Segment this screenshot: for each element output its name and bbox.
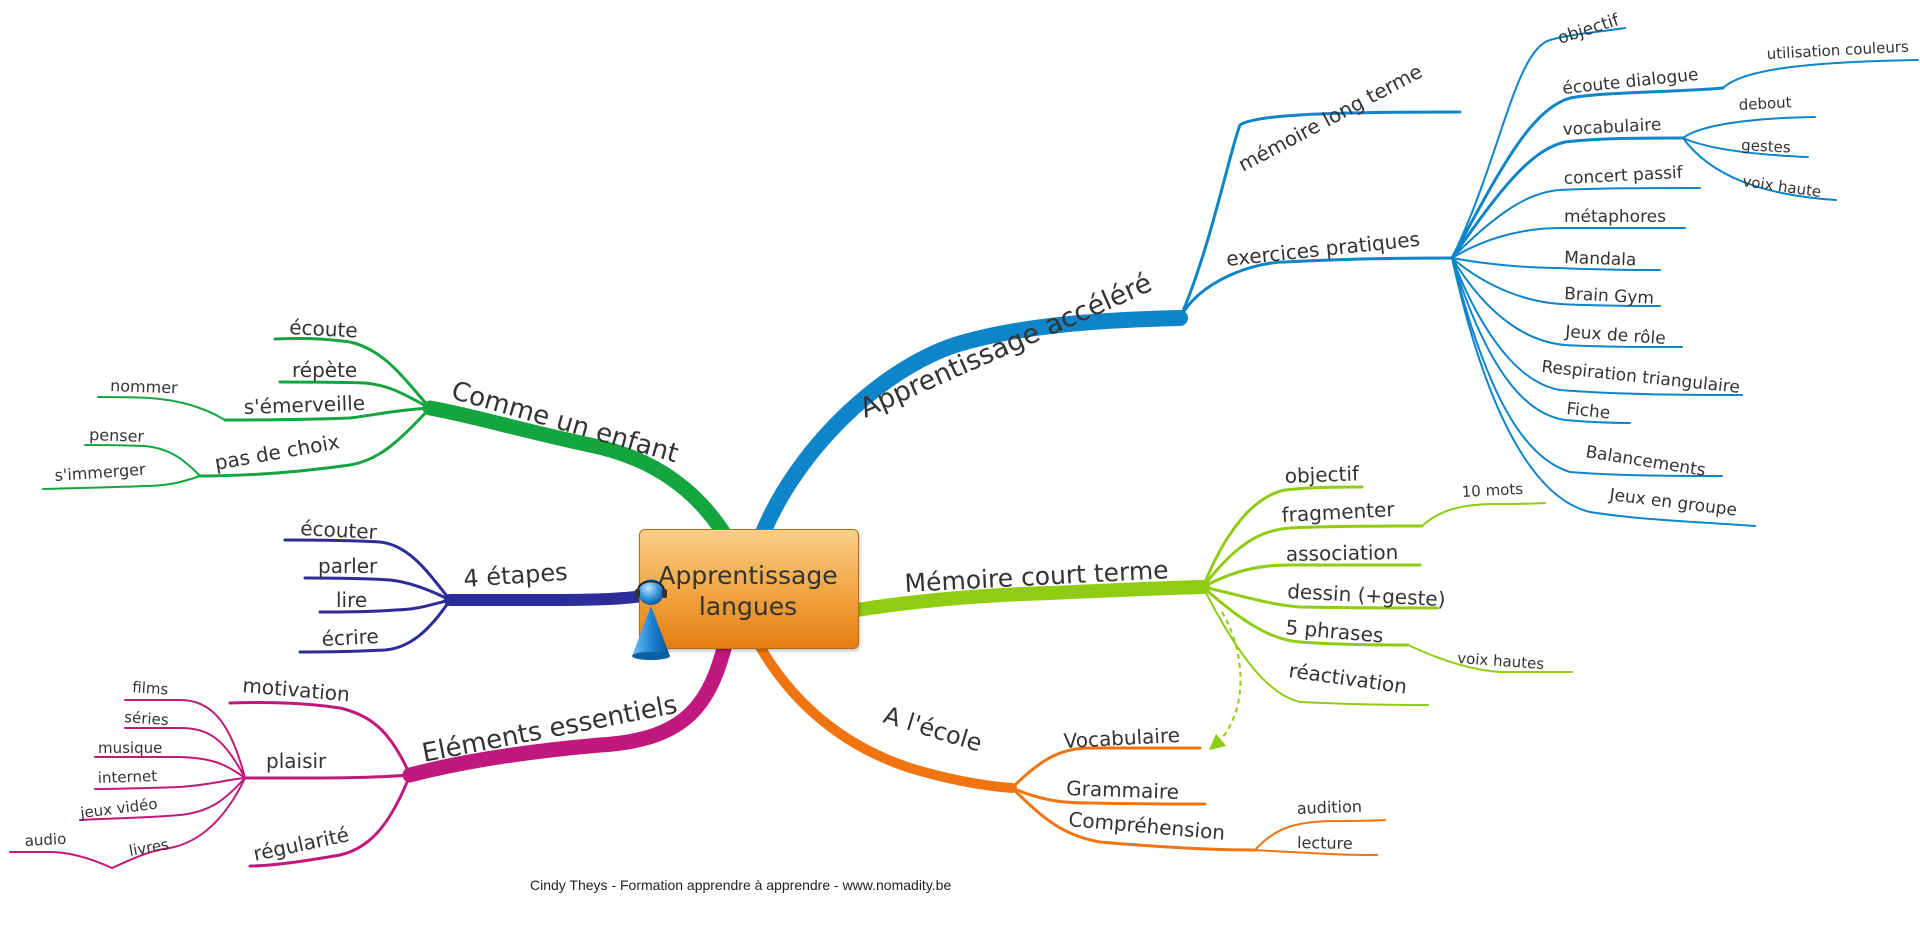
user-avatar-icon: [632, 579, 670, 660]
central-title-line-1: Apprentissage: [658, 561, 838, 590]
node-gestes: gestes: [1741, 136, 1792, 157]
node-objectif-blue: objectif: [1555, 10, 1622, 49]
node-vocabulaire-blue: vocabulaire: [1562, 115, 1662, 140]
node-internet: internet: [98, 767, 158, 787]
central-topic[interactable]: [639, 529, 859, 649]
labels-memoire-court-terme: Mémoire court terme objectif fragmenter …: [904, 461, 1545, 698]
node-musique: musique: [98, 739, 162, 757]
labels-4-etapes: 4 étapes écouter parler lire écrire: [300, 516, 569, 651]
node-fiche: Fiche: [1565, 399, 1611, 423]
node-series: séries: [124, 708, 170, 729]
node-jeux-en-groupe: Jeux en groupe: [1607, 485, 1738, 521]
branch-a-l-ecole[interactable]: [753, 638, 1386, 856]
node-lire: lire: [336, 588, 367, 612]
node-s-immerger: s'immerger: [54, 460, 147, 485]
node-audition: audition: [1296, 797, 1362, 818]
node-parler: parler: [318, 554, 378, 578]
node-lecture: lecture: [1297, 833, 1353, 853]
node-debout: debout: [1738, 93, 1792, 114]
node-emerveille: s'émerveille: [243, 391, 365, 419]
node-films: films: [132, 678, 169, 698]
footer-credit: Cindy Theys - Formation apprendre à appr…: [530, 877, 952, 893]
labels-elements-essentiels: Eléments essentiels motivation plaisir r…: [24, 673, 680, 866]
node-audio: audio: [24, 830, 66, 850]
node-10-mots: 10 mots: [1461, 480, 1523, 501]
node-reactivation: réactivation: [1287, 658, 1408, 698]
node-penser: penser: [89, 425, 145, 446]
node-exercices-pratiques: exercices pratiques: [1225, 227, 1421, 271]
branch-4-etapes[interactable]: [283, 538, 656, 654]
node-ecouter: écouter: [300, 516, 379, 544]
branch-label-accelere: Apprentissage accéléré: [855, 267, 1156, 424]
branch-comme-un-enfant[interactable]: [42, 336, 733, 543]
node-voix-haute: voix haute: [1741, 172, 1822, 201]
node-nommer: nommer: [110, 376, 179, 397]
node-objectif-lime: objectif: [1284, 461, 1360, 488]
labels-apprentissage-accelere: Apprentissage accéléré mémoire long term…: [855, 10, 1909, 521]
node-plaisir: plaisir: [266, 749, 327, 773]
branch-memoire-court-terme[interactable]: [850, 485, 1573, 706]
node-metaphores: métaphores: [1564, 207, 1666, 227]
node-voix-hautes: voix hautes: [1457, 649, 1545, 673]
node-fragmenter: fragmenter: [1281, 497, 1396, 527]
node-regularite: régularité: [251, 822, 351, 866]
branch-label-etapes: 4 étapes: [462, 558, 568, 593]
node-ecoute: écoute: [289, 315, 359, 343]
node-utilisation-couleurs: utilisation couleurs: [1766, 38, 1909, 63]
branch-label-ecole: A l'école: [880, 701, 985, 757]
node-grammaire: Grammaire: [1066, 776, 1180, 804]
node-repete: répète: [292, 358, 357, 382]
node-concert-passif: concert passif: [1563, 163, 1684, 189]
central-title-line-2: langues: [698, 592, 798, 621]
dashed-link-arrow: [1208, 611, 1242, 751]
node-association: association: [1286, 540, 1399, 566]
branch-apprentissage-accelere[interactable]: [752, 27, 1919, 548]
node-mandala: Mandala: [1564, 248, 1637, 271]
node-livres: livres: [128, 835, 171, 860]
central-topic-label: Apprentissage langues: [639, 560, 857, 622]
branch-elements-essentiels[interactable]: [9, 637, 733, 869]
node-brain-gym: Brain Gym: [1564, 284, 1655, 309]
node-ecrire: écrire: [321, 624, 379, 651]
